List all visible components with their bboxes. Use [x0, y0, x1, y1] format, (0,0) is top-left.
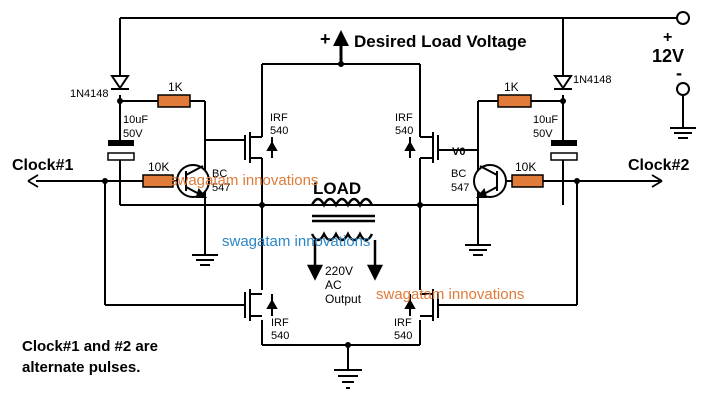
node-v0-label: V0 [452, 146, 465, 158]
junctions [102, 61, 580, 348]
transformer [306, 197, 384, 281]
capacitor-left [107, 140, 135, 161]
watermark-orange-2: swagatam innovations [376, 286, 524, 303]
mosfet-bottom-right [404, 289, 439, 321]
watermark-orange-1: swagatam innovations [170, 172, 318, 189]
resistor-right-10k-label: 10K [515, 160, 536, 174]
diode-left-symbol [110, 75, 130, 90]
diode-right-symbol [553, 75, 573, 90]
mosfet-br-name: IRF [394, 317, 412, 329]
ground-icon [670, 127, 696, 139]
diode-left-label: 1N4148 [70, 88, 109, 100]
ground-icon [334, 369, 362, 389]
mosfet-tr-num: 540 [395, 125, 413, 137]
resistor-left-10k-label: 10K [148, 160, 169, 174]
supply-minus: - [676, 63, 682, 83]
output-line2: AC [325, 278, 342, 292]
resistors [142, 94, 544, 188]
ground-icon [192, 254, 218, 266]
transistor-left-num: 547 [212, 182, 230, 194]
clock-left-label: Clock#1 [12, 157, 73, 174]
output-line1: 220V [325, 264, 353, 278]
load-voltage-plus: + [320, 29, 331, 49]
resistor-left-1k [157, 94, 191, 108]
mosfet-bl-name: IRF [271, 317, 289, 329]
transistor-right [473, 164, 507, 198]
load-voltage-label: Desired Load Voltage [354, 32, 527, 51]
resistor-right-1k [497, 94, 532, 108]
resistor-right-10k [511, 174, 544, 188]
cap-left-value: 10uF [123, 114, 148, 126]
mosfet-tl-name: IRF [270, 112, 288, 124]
note-line1: Clock#1 and #2 are [22, 338, 158, 355]
diode-right-label: 1N4148 [573, 74, 612, 86]
mosfet-tr-name: IRF [395, 112, 413, 124]
note-line2: alternate pulses. [22, 359, 140, 376]
transistor-left-type: BC [212, 168, 227, 180]
mosfet-bl-num: 540 [271, 330, 289, 342]
load-label: LOAD [313, 179, 361, 198]
resistor-left-10k [142, 174, 174, 188]
cap-right-voltage: 50V [533, 128, 553, 140]
capacitor-right [550, 140, 578, 161]
mosfet-br-num: 540 [394, 330, 412, 342]
mosfet-top-right [404, 125, 439, 165]
supply-label: 12V [652, 46, 684, 66]
clock-right-label: Clock#2 [628, 157, 689, 174]
mosfet-top-left [244, 125, 278, 165]
supply-terminals [676, 11, 690, 96]
cap-right-value: 10uF [533, 114, 558, 126]
output-line3: Output [325, 292, 362, 306]
transistor-right-num: 547 [451, 182, 469, 194]
cap-left-voltage: 50V [123, 128, 143, 140]
transistor-right-type: BC [451, 168, 466, 180]
mosfet-bottom-left [244, 289, 278, 321]
watermark-blue: swagatam innovations [222, 233, 370, 250]
resistor-right-1k-label: 1K [504, 80, 519, 94]
load-voltage-arrow [333, 30, 349, 64]
supply-plus: + [663, 29, 672, 46]
transistor-left [176, 164, 210, 198]
mosfet-tl-num: 540 [270, 125, 288, 137]
clock-right-arrow [651, 174, 663, 188]
ground-icon [465, 244, 491, 256]
clock-left-arrow [27, 174, 39, 188]
resistor-left-1k-label: 1K [168, 80, 183, 94]
